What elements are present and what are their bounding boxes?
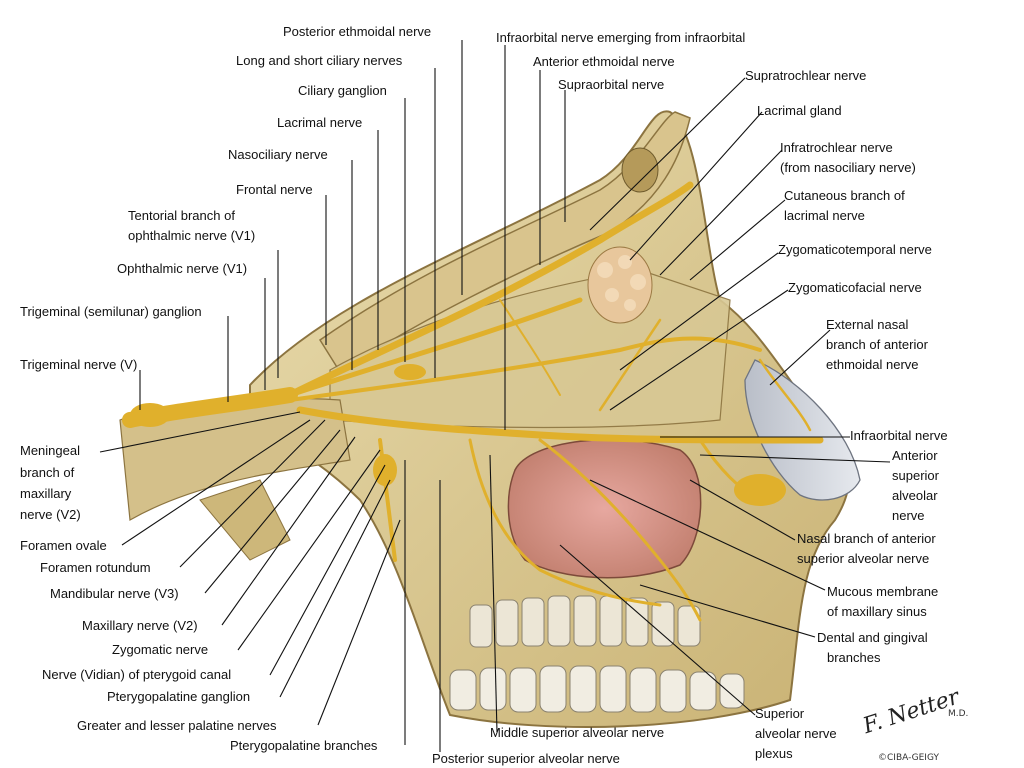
maxillary-sinus <box>507 438 702 579</box>
label-foramen-rotundum: Foramen rotundum <box>40 560 151 575</box>
label-mandibular: Mandibular nerve (V3) <box>50 586 179 601</box>
label-lacrimal-nerve: Lacrimal nerve <box>277 115 362 130</box>
signature-suffix: M.D. <box>948 709 968 719</box>
label-anterior-ethmoidal: Anterior ethmoidal nerve <box>533 54 675 69</box>
label-asa-4: nerve <box>892 508 925 523</box>
label-infraorbital: Infraorbital nerve <box>850 428 948 443</box>
label-long-short-ciliary: Long and short ciliary nerves <box>236 53 403 68</box>
label-tentorial-1: Tentorial branch of <box>128 208 235 223</box>
label-external-nasal-1: External nasal <box>826 317 908 332</box>
label-nasal-branch-1: Nasal branch of anterior <box>797 531 936 546</box>
label-dental-1: Dental and gingival <box>817 630 928 645</box>
label-ophthalmic: Ophthalmic nerve (V1) <box>117 261 247 276</box>
label-external-nasal-3: ethmoidal nerve <box>826 357 919 372</box>
label-posterior-ethmoidal-nerve: Posterior ethmoidal nerve <box>283 24 431 39</box>
leader-lines <box>99 40 891 752</box>
label-sap-3: plexus <box>755 746 793 761</box>
label-vidian: Nerve (Vidian) of pterygoid canal <box>42 667 231 682</box>
label-foramen-ovale: Foramen ovale <box>20 538 107 553</box>
label-posterior-superior-alveolar: Posterior superior alveolar nerve <box>432 751 620 766</box>
frontal-sinus <box>621 147 659 193</box>
label-lacrimal-gland: Lacrimal gland <box>757 103 842 118</box>
label-mucous-2: of maxillary sinus <box>827 604 927 619</box>
label-zygomaticofacial: Zygomaticofacial nerve <box>788 280 922 295</box>
label-sap-1: Superior <box>755 706 805 721</box>
label-maxillary: Maxillary nerve (V2) <box>82 618 198 633</box>
label-trigeminal-nerve: Trigeminal nerve (V) <box>20 357 137 372</box>
label-cutaneous-2: lacrimal nerve <box>784 208 865 223</box>
lower-teeth <box>449 665 745 713</box>
label-meningeal-3: maxillary <box>20 486 72 501</box>
label-meningeal-1: Meningeal <box>20 443 80 458</box>
label-infratrochlear-1: Infratrochlear nerve <box>780 140 893 155</box>
label-infratrochlear-2: (from nasociliary nerve) <box>780 160 916 175</box>
label-sap-2: alveolar nerve <box>755 726 837 741</box>
signature-code: ©CIBA-GEIGY <box>878 753 939 763</box>
label-trigeminal-ganglion: Trigeminal (semilunar) ganglion <box>20 304 202 319</box>
label-infraorbital-emerging: Infraorbital nerve emerging from infraor… <box>496 30 745 45</box>
label-ciliary-ganglion: Ciliary ganglion <box>298 83 387 98</box>
label-nasociliary: Nasociliary nerve <box>228 147 328 162</box>
label-asa-1: Anterior <box>892 448 938 463</box>
label-meningeal-2: branch of <box>20 465 75 480</box>
label-mucous-1: Mucous membrane <box>827 584 938 599</box>
artist-signature: F. Netter M.D. ©CIBA-GEIGY <box>859 684 968 763</box>
label-zygomatic: Zygomatic nerve <box>112 642 208 657</box>
lacrimal-gland-shape <box>587 246 653 324</box>
label-supraorbital: Supraorbital nerve <box>558 77 664 92</box>
label-palatine: Greater and lesser palatine nerves <box>77 718 277 733</box>
label-zygomaticotemporal: Zygomaticotemporal nerve <box>778 242 932 257</box>
label-nasal-branch-2: superior alveolar nerve <box>797 551 929 566</box>
label-meningeal-4: nerve (V2) <box>20 507 81 522</box>
label-pterygopalatine-branches: Pterygopalatine branches <box>230 738 378 753</box>
label-external-nasal-2: branch of anterior <box>826 337 929 352</box>
label-pterygopalatine-ganglion: Pterygopalatine ganglion <box>107 689 250 704</box>
nerve-bundle <box>122 181 824 622</box>
upper-teeth <box>469 595 701 648</box>
label-cutaneous-1: Cutaneous branch of <box>784 188 905 203</box>
label-middle-superior-alveolar: Middle superior alveolar nerve <box>490 725 664 740</box>
label-tentorial-2: ophthalmic nerve (V1) <box>128 228 255 243</box>
label-asa-3: alveolar <box>892 488 938 503</box>
pterygoid-plates <box>199 479 291 561</box>
label-frontal: Frontal nerve <box>236 182 313 197</box>
label-dental-2: branches <box>827 650 881 665</box>
diagram-labels: Posterior ethmoidal nerve Infraorbital n… <box>20 24 948 766</box>
label-supratrochlear: Supratrochlear nerve <box>745 68 866 83</box>
label-asa-2: superior <box>892 468 940 483</box>
nasal-cartilage <box>744 359 861 501</box>
